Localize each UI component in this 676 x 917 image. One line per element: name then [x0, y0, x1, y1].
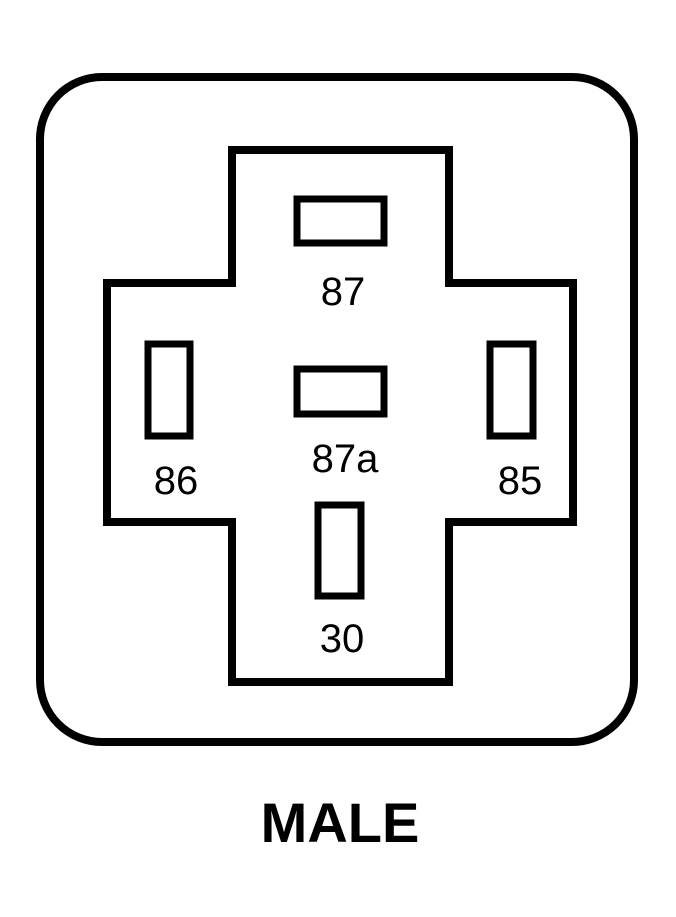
pin-87a-slot: [293, 365, 388, 418]
pin-30-label: 30: [320, 617, 365, 661]
pin-87a-label: 87a: [312, 437, 379, 481]
pin-85-slot: [486, 340, 537, 440]
pin-30-slot: [314, 501, 365, 600]
connector-housing: [36, 73, 638, 746]
pin-86-slot: [144, 340, 194, 440]
pin-87-slot: [293, 195, 388, 247]
pin-87-label: 87: [321, 270, 366, 314]
connector-gender-caption: MALE: [261, 791, 420, 854]
pin-field-outline: [103, 146, 577, 686]
pin-86-label: 86: [154, 459, 199, 503]
pin-85-label: 85: [498, 459, 543, 503]
